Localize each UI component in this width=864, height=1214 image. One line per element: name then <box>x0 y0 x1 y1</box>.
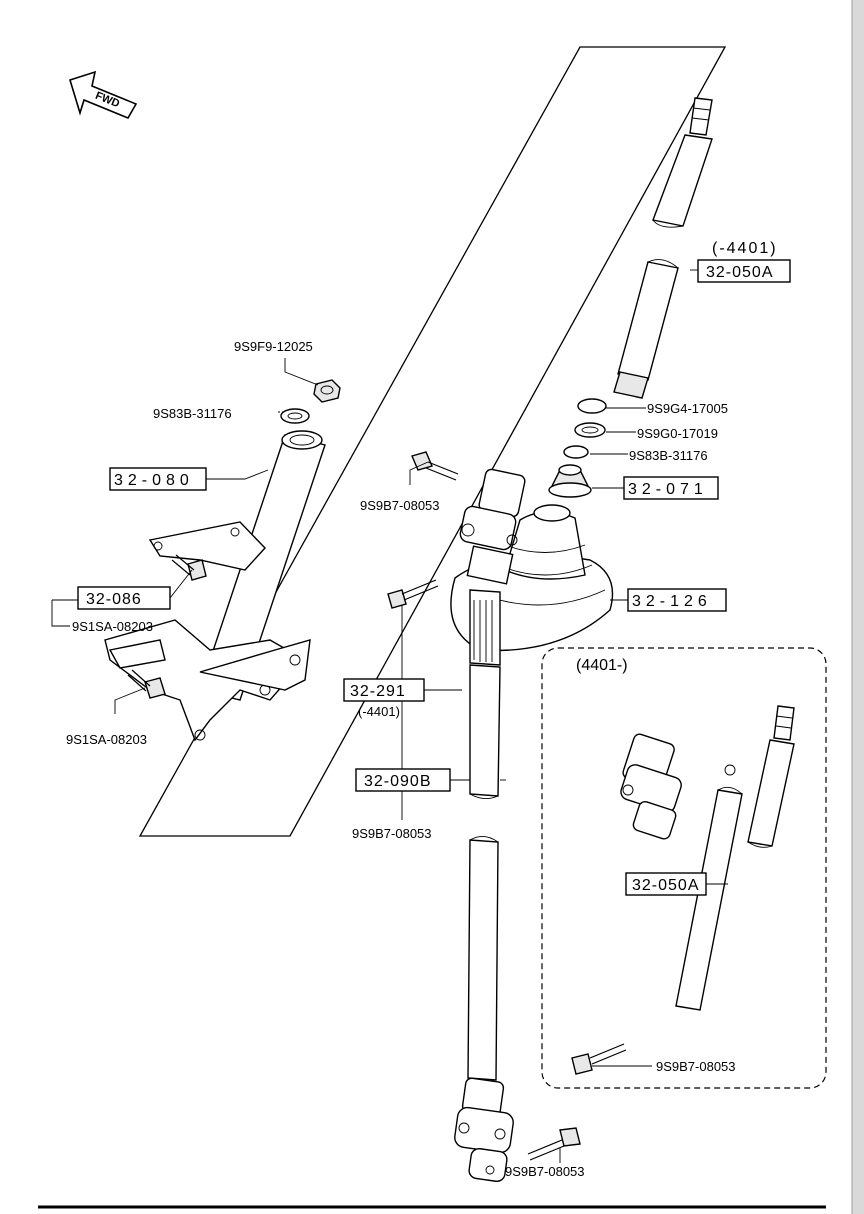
label-washer-b: 9S9G0-17019 <box>637 426 718 441</box>
post-joint-bolt-part <box>571 1043 627 1075</box>
joint-bolt-upper-part <box>411 451 459 481</box>
label-joint: 32-291 <box>350 683 406 700</box>
label-joint-note: (-4401) <box>358 704 400 719</box>
label-column-jacket: 32-080 <box>114 472 194 489</box>
bracket-bolt-upper-part <box>171 554 207 581</box>
label-shaft-post: 32-050A <box>632 877 700 894</box>
label-post-note: (4401-) <box>576 657 628 674</box>
post-shaft-part <box>675 705 795 1011</box>
joint-bolt-lower-part <box>527 1127 581 1161</box>
post-joint-part <box>620 733 736 840</box>
box-bearing <box>623 476 719 500</box>
label-pre-note: (-4401) <box>712 240 778 257</box>
column-jacket-part <box>104 430 326 742</box>
fwd-arrow-icon: FWD <box>69 70 138 120</box>
label-bearing: 32-071 <box>628 481 708 498</box>
upper-nut-part <box>313 379 341 403</box>
left-washer-part <box>280 408 310 424</box>
box-column-jacket <box>109 467 207 491</box>
scan-edge-strip <box>852 0 864 1214</box>
label-washer-a: 9S9G4-17005 <box>647 401 728 416</box>
label-intermediate-shaft: 32-090B <box>364 773 432 790</box>
label-bracket-bolt-upper: 9S1SA-08203 <box>72 619 153 634</box>
box-joint <box>343 678 425 702</box>
label-upper-nut: 9S9F9-12025 <box>234 339 313 354</box>
bearing-part <box>548 464 592 498</box>
label-boot: 32-126 <box>632 593 712 610</box>
bracket-bolt-lower-part <box>127 669 166 699</box>
box-boot <box>627 588 727 612</box>
washer-stack-part <box>563 398 607 459</box>
box-bracket-bolt-kit <box>77 586 171 610</box>
upper-shaft-part <box>613 97 713 399</box>
intermediate-shaft-part <box>467 589 501 1081</box>
label-joint-bolt-lower: 9S9B7-08053 <box>505 1164 585 1179</box>
label-joint-bolt-upper: 9S9B7-08053 <box>360 498 440 513</box>
label-washer-c: 9S83B-31176 <box>629 448 708 463</box>
label-bracket-bolt-kit: 32-086 <box>86 591 142 608</box>
box-shaft-upper <box>697 259 791 283</box>
label-joint-bolt-mid: 9S9B7-08053 <box>352 826 432 841</box>
label-washer-left: 9S83B-31176 <box>153 406 232 421</box>
upper-joint-part <box>459 468 526 585</box>
post-4401-inset-frame <box>541 647 827 1089</box>
joint-bolt-mid-part <box>387 579 439 609</box>
label-bracket-bolt-lower: 9S1SA-08203 <box>66 732 147 747</box>
lower-joint-part <box>454 1077 514 1183</box>
label-joint-bolt-post: 9S9B7-08053 <box>656 1059 736 1074</box>
label-shaft-upper: 32-050A <box>706 264 774 281</box>
assembly-frame <box>138 46 727 837</box>
